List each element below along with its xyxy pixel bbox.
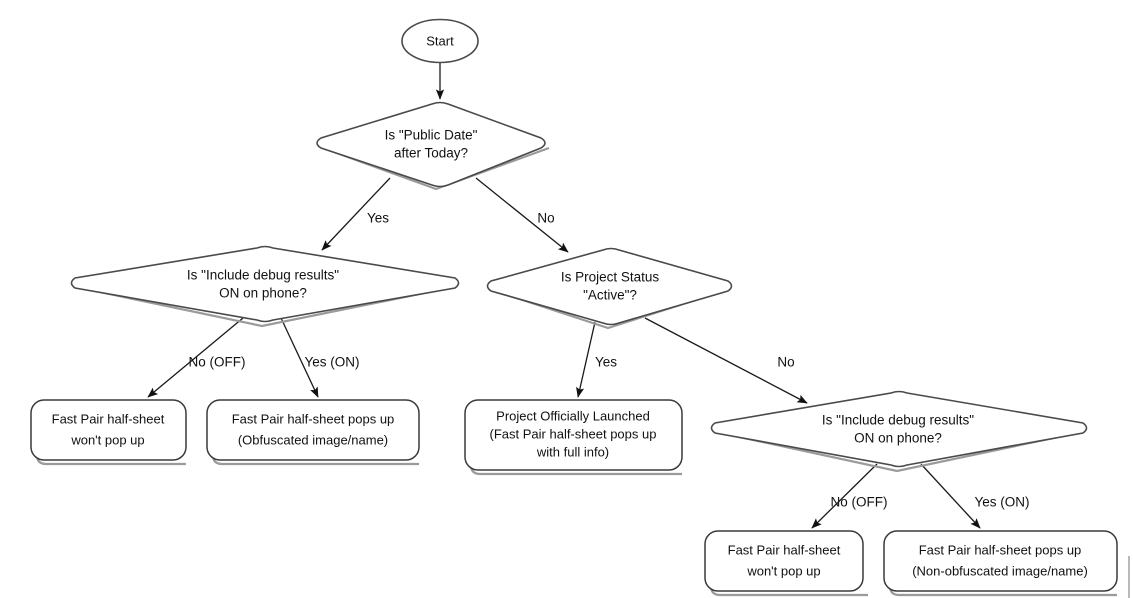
node-result-right-on-line1: Fast Pair half-sheet pops up [919, 542, 1082, 557]
edge-label-debug-left-yes: Yes (ON) [304, 355, 359, 370]
node-decision-debug-left-line1: Is "Include debug results" [187, 268, 339, 283]
node-decision-debug-right-line1: Is "Include debug results" [822, 413, 974, 428]
edge-label-public-date-yes: Yes [367, 211, 389, 226]
node-result-launched-line1: Project Officially Launched [496, 408, 650, 423]
node-decision-public-date-line1: Is "Public Date" [385, 128, 478, 143]
node-result-right-on[interactable]: Fast Pair half-sheet pops up (Non-obfusc… [883, 530, 1118, 597]
node-decision-debug-right-line2: ON on phone? [854, 431, 942, 446]
node-result-left-on-line2: (Obfuscated image/name) [238, 432, 388, 447]
edge-debug-left-no: No (OFF) [147, 317, 246, 398]
edge-project-status-no: No [644, 317, 808, 404]
node-result-left-off-line2: won't pop up [70, 432, 144, 447]
node-result-right-off-line2: won't pop up [746, 563, 820, 578]
edge-label-public-date-no: No [537, 211, 554, 226]
node-start[interactable]: Start [401, 18, 479, 64]
node-result-right-on-line2: (Non-obfuscated image/name) [912, 563, 1088, 578]
edge-label-debug-right-no: No (OFF) [831, 495, 888, 510]
node-decision-project-status-line2: "Active"? [583, 288, 637, 303]
edge-project-status-yes: Yes [576, 321, 617, 398]
edge-label-project-status-yes: Yes [595, 355, 617, 370]
node-result-launched-line2: (Fast Pair half-sheet pops up [490, 426, 657, 441]
node-decision-debug-left-line2: ON on phone? [219, 286, 307, 301]
edge-debug-right-yes: Yes (ON) [920, 463, 1030, 529]
node-decision-public-date[interactable]: Is "Public Date" after Today? [316, 101, 550, 191]
node-result-left-on-line1: Fast Pair half-sheet pops up [232, 411, 395, 426]
node-decision-project-status[interactable]: Is Project Status "Active"? [486, 247, 733, 330]
node-decision-debug-right[interactable]: Is "Include debug results" ON on phone? [710, 390, 1088, 473]
edge-public-date-yes: Yes [321, 177, 391, 251]
node-start-label: Start [426, 33, 454, 48]
node-decision-public-date-line2: after Today? [394, 146, 468, 161]
node-result-right-off[interactable]: Fast Pair half-sheet won't pop up [704, 530, 868, 597]
edge-debug-right-no: No (OFF) [811, 463, 888, 529]
edge-public-date-no: No [475, 177, 569, 253]
node-decision-debug-left[interactable]: Is "Include debug results" ON on phone? [70, 245, 460, 328]
node-result-launched-line3: with full info) [536, 444, 609, 459]
edge-debug-left-yes: Yes (ON) [280, 317, 360, 398]
node-decision-project-status-line1: Is Project Status [561, 270, 660, 285]
page-edge-rule [1128, 556, 1130, 598]
edge-label-debug-left-no: No (OFF) [189, 355, 246, 370]
node-result-left-off[interactable]: Fast Pair half-sheet won't pop up [30, 399, 187, 466]
node-result-left-on[interactable]: Fast Pair half-sheet pops up (Obfuscated… [206, 399, 420, 466]
node-result-right-off-line1: Fast Pair half-sheet [728, 542, 841, 557]
node-result-launched[interactable]: Project Officially Launched (Fast Pair h… [464, 399, 683, 476]
edge-label-project-status-no: No [777, 355, 794, 370]
edge-label-debug-right-yes: Yes (ON) [974, 495, 1029, 510]
node-result-left-off-line1: Fast Pair half-sheet [52, 411, 165, 426]
